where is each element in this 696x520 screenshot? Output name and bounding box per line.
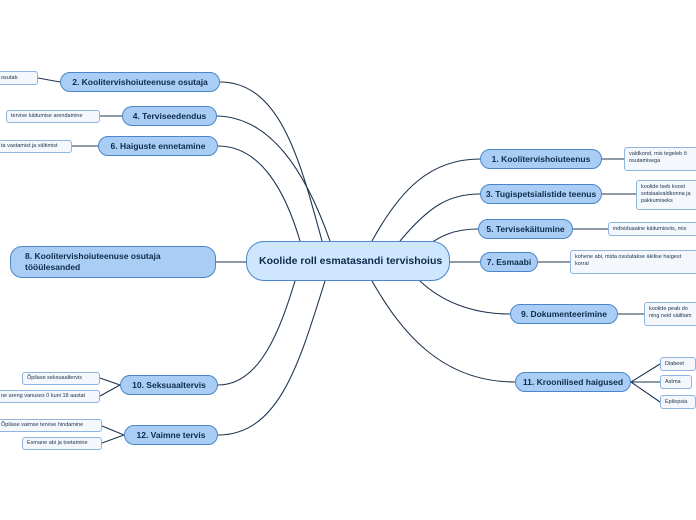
topic-label: 8. Koolitervishoiuteenuse osutaja tööüle… (25, 251, 161, 272)
topic-terviseedendus[interactable]: 4. Terviseedendus (122, 106, 217, 126)
topic-esmaabi[interactable]: 7. Esmaabi (480, 252, 538, 272)
topic-label: 9. Dokumenteerimine (521, 309, 607, 319)
leaf-note[interactable]: Õpilase seksuaaltervis (22, 372, 100, 385)
leaf-astma[interactable]: Astma (660, 375, 692, 389)
topic-label: 5. Tervisekäitumine (486, 224, 565, 234)
leaf-epilepsia[interactable]: Epilepsia (660, 395, 696, 409)
central-topic[interactable]: Koolide roll esmatasandi tervishoius (246, 241, 450, 281)
leaf-note[interactable]: koolide peab do ning neid säilitam (644, 302, 696, 326)
leaf-diabeet[interactable]: Diabeet (660, 357, 696, 371)
leaf-note[interactable]: kohene abi, mida osutatakse äkilise haig… (570, 250, 696, 274)
topic-label: 12. Vaimne tervis (136, 430, 206, 440)
topic-koolitervishoiuteenuse-osutaja[interactable]: 2. Koolitervishoiuteenuse osutaja (60, 72, 220, 92)
topic-label: 7. Esmaabi (486, 257, 532, 267)
topic-haiguste-ennetamine[interactable]: 6. Haiguste ennetamine (98, 136, 218, 156)
topic-label: 6. Haiguste ennetamine (110, 141, 206, 151)
leaf-note[interactable]: ne areng vanuses 0 kuni 18 aastat (0, 390, 100, 403)
topic-tooulesanded[interactable]: 8. Koolitervishoiuteenuse osutaja tööüle… (10, 246, 216, 278)
topic-tugispetsialistide-teenus[interactable]: 3. Tugispetsialistide teenus (480, 184, 602, 204)
topic-label: 10. Seksuaaltervis (132, 380, 206, 390)
topic-label: 3. Tugispetsialistide teenus (485, 189, 597, 199)
leaf-note[interactable]: tervise käitumise arendamine (6, 110, 100, 123)
leaf-note[interactable]: koolide tseb koost sotsiaalvaldkonna ja … (636, 180, 696, 210)
topic-label: 1. Koolitervishoiuteenus (491, 154, 591, 164)
topic-koolitervishoiuteenus[interactable]: 1. Koolitervishoiuteenus (480, 149, 602, 169)
leaf-note[interactable]: individuaalne käitumisviis, mis (608, 222, 696, 236)
topic-kroonilised-haigused[interactable]: 11. Kroonilised haigused (515, 372, 631, 392)
central-topic-label: Koolide roll esmatasandi tervishoius (259, 255, 443, 267)
topic-label: 2. Koolitervishoiuteenuse osutaja (72, 77, 208, 87)
topic-tervisekaitumine[interactable]: 5. Tervisekäitumine (478, 219, 573, 239)
leaf-note[interactable]: valdkond, mis tegeleb õ osutamisega (624, 147, 696, 171)
topic-label: 11. Kroonilised haigused (522, 377, 624, 387)
topic-label: 4. Terviseedendus (132, 111, 207, 121)
leaf-note[interactable]: osutab (0, 71, 38, 85)
topic-seksuaaltervis[interactable]: 10. Seksuaaltervis (120, 375, 218, 395)
topic-vaimne-tervis[interactable]: 12. Vaimne tervis (124, 425, 218, 445)
leaf-note[interactable]: ta vastamist ja vältimist (0, 140, 72, 153)
leaf-note[interactable]: Õpilase vaimse tervise hindamine (0, 419, 102, 432)
topic-dokumenteerimine[interactable]: 9. Dokumenteerimine (510, 304, 618, 324)
leaf-note[interactable]: Esmane abi ja toetamine (22, 437, 102, 450)
